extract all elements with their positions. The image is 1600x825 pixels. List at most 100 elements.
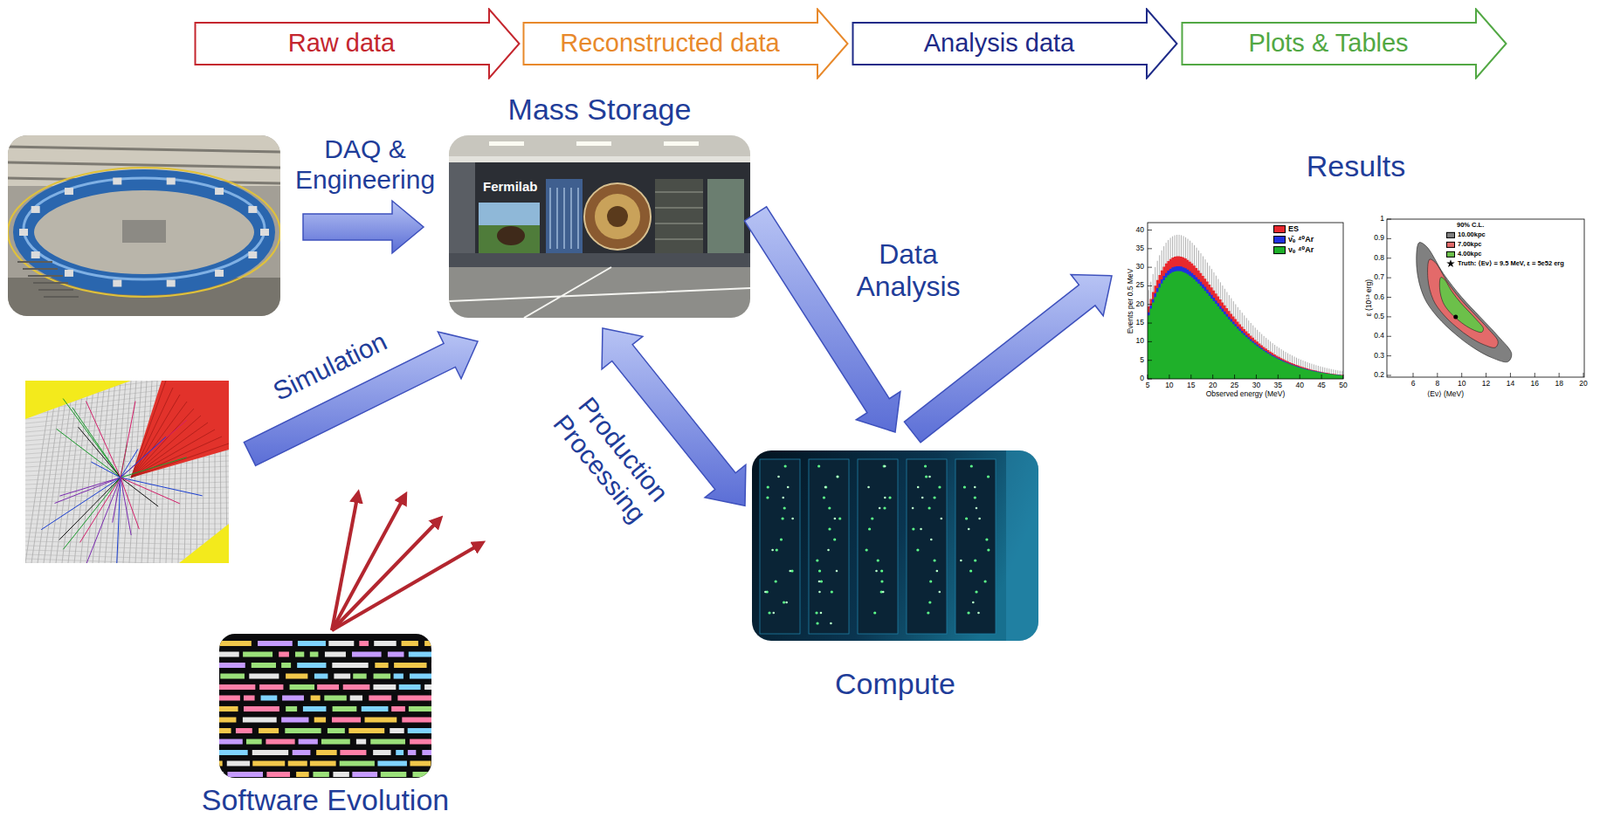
- tick-label-holder: 0.7: [1373, 273, 1385, 283]
- legend-swatch: [1446, 251, 1456, 258]
- result-plots: [1147, 266, 1344, 380]
- compute-photo: [955, 459, 996, 635]
- event-display: [131, 408, 194, 478]
- storage-photo: [570, 187, 573, 249]
- tick-label: 30: [1252, 381, 1261, 391]
- compute-photo: [978, 517, 981, 521]
- marker-star: [1446, 260, 1456, 269]
- code-photo: [219, 634, 432, 779]
- code-photo: [258, 728, 279, 734]
- axis-title: ε (10⁵³ erg): [1365, 279, 1374, 317]
- marker-star: [1446, 260, 1456, 269]
- tick-label-holder: 30: [1136, 262, 1145, 272]
- compute-photo: [836, 475, 840, 479]
- image-panel: Software Evolution: [219, 634, 432, 779]
- tick-label: 15: [1136, 318, 1145, 328]
- event-display: [72, 407, 121, 478]
- tick-label: 10: [1136, 337, 1145, 346]
- storage-photo: [478, 202, 540, 254]
- event-display: [78, 427, 121, 478]
- compute-photo: [782, 600, 786, 604]
- result-plots: [1343, 374, 1345, 380]
- stage-label: Raw data: [288, 28, 396, 58]
- code-photo: [373, 674, 392, 680]
- compute-photo: [959, 559, 963, 563]
- result-plots: [1321, 374, 1323, 380]
- storage-photo: [448, 267, 751, 318]
- code-photo: [220, 674, 245, 680]
- result-plots: [1147, 248, 1152, 249]
- tick-label-holder: 20: [1208, 381, 1217, 391]
- heading-holder: Mass Storage: [508, 92, 692, 127]
- storage-photo: [577, 187, 580, 249]
- event-display: [120, 477, 139, 530]
- tick-label-holder: 10: [1457, 379, 1466, 389]
- result-plots: [1534, 372, 1536, 378]
- code-photo: [409, 674, 432, 680]
- code-photo: [377, 761, 407, 767]
- result-plots: [1147, 270, 1344, 380]
- code-photo: [298, 739, 318, 745]
- compute-photo: [916, 548, 919, 552]
- tick-label: 20: [1136, 300, 1145, 310]
- event-display: [68, 380, 90, 564]
- compute-photo: [808, 459, 849, 635]
- compute-photo: [966, 611, 970, 614]
- code-photo: [409, 761, 431, 767]
- image-panel: Mass Storage: [448, 135, 751, 318]
- detector-photo: [112, 178, 122, 186]
- tick-label: 18: [1554, 379, 1563, 389]
- arrow-label-holder: Simulation: [268, 326, 392, 407]
- tick-label-holder: 25: [1136, 282, 1145, 291]
- compute-photo: [932, 558, 936, 562]
- tick-label: 30: [1136, 262, 1145, 272]
- storage-photo: [576, 141, 612, 146]
- code-photo: [257, 641, 293, 647]
- tick-label-holder: 0.2: [1373, 371, 1385, 380]
- compute-photo: [751, 450, 1039, 642]
- event-display: [131, 422, 208, 478]
- result-plots: [1583, 372, 1585, 378]
- result-plots: [1147, 255, 1344, 380]
- tick-label-holder: 25: [1230, 381, 1239, 391]
- result-plots: [1386, 336, 1392, 338]
- detector-photo: [248, 206, 257, 214]
- code-photo: [314, 674, 328, 680]
- event-display: [25, 524, 229, 525]
- code-photo: [317, 684, 339, 690]
- flow-arrow: [744, 206, 901, 433]
- code-photo: [281, 662, 291, 669]
- compute-photo: [865, 548, 869, 552]
- code-photo: [227, 761, 250, 767]
- compute-photo: [785, 601, 788, 605]
- code-photo: [407, 728, 432, 734]
- stage-arrow: Plots & Tables: [1180, 7, 1508, 80]
- heading-holder: Results: [1306, 149, 1406, 184]
- event-display: [82, 477, 121, 564]
- code-photo: [242, 652, 273, 658]
- compute-photo: [938, 591, 942, 594]
- compute-photo: [835, 570, 839, 573]
- event-display: [90, 462, 121, 478]
- code-photo: [407, 750, 416, 756]
- storage-photo: [496, 226, 525, 246]
- tick-label-holder: 12: [1482, 379, 1490, 389]
- tick-label-holder: 0.6: [1373, 293, 1385, 303]
- heading-holder: Compute: [834, 667, 956, 702]
- storage-photo: [448, 253, 751, 268]
- storage-photo: [448, 135, 751, 318]
- code-photo: [282, 696, 304, 702]
- heading-holder: Software Evolution: [201, 783, 450, 818]
- result-plots: [1436, 372, 1438, 378]
- compute-photo: [788, 570, 792, 573]
- code-photo: [356, 739, 366, 745]
- code-photo: [409, 739, 432, 745]
- result-plots: [1147, 222, 1344, 380]
- code-photo: [350, 696, 363, 702]
- event-display: [41, 477, 121, 531]
- tick-label-holder: 45: [1317, 381, 1325, 391]
- stage-label: Analysis data: [924, 28, 1076, 58]
- result-plots: [1386, 316, 1392, 318]
- tick-label-holder: 0.8: [1373, 254, 1385, 263]
